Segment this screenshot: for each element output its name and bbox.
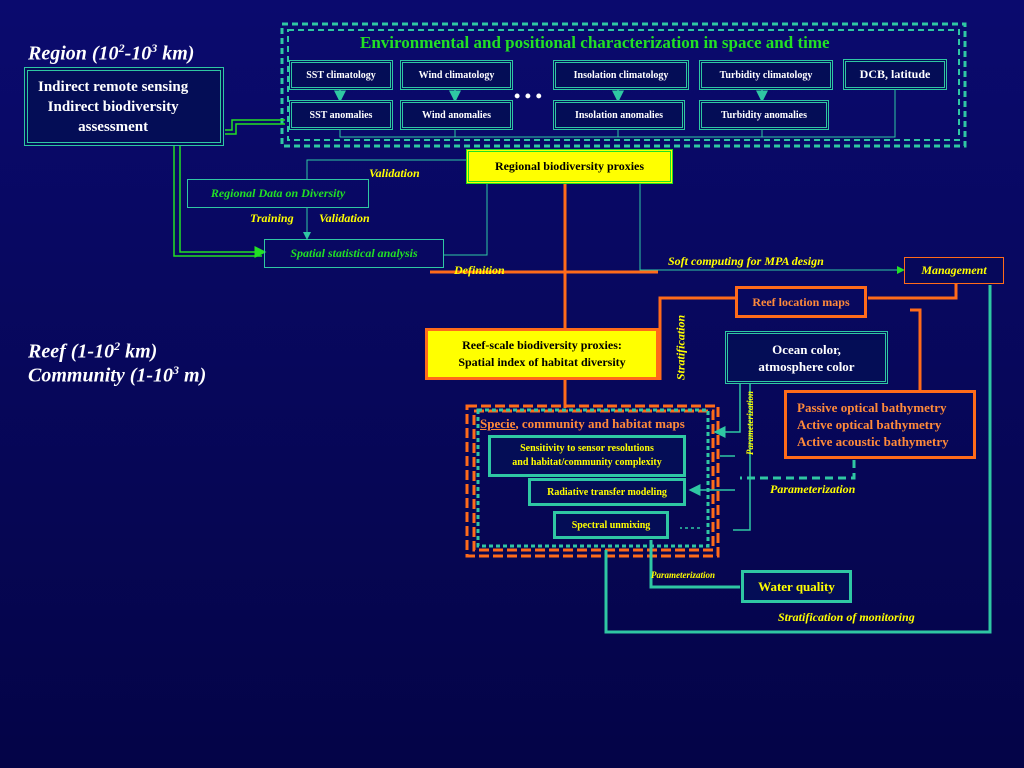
definition-label: Definition: [454, 263, 505, 277]
clim-to-anom-arrows: [334, 90, 768, 103]
habitat-orange-frame: [465, 404, 720, 558]
community-scale-label: Community (1-103 m): [28, 363, 207, 387]
bathy-param-dashed: [740, 460, 856, 480]
parameterization-vertical-label: Parameterization: [745, 391, 755, 456]
sst-anomalies-box: SST anomalies: [289, 100, 393, 130]
insolation-climatology-box: Insolation climatology: [553, 60, 689, 90]
reef-location-maps-box: Reef location maps: [735, 286, 867, 318]
sst-climatology-box: SST climatology: [289, 60, 393, 90]
ellipsis: • • •: [514, 86, 542, 106]
reef-proxies-box: Reef-scale biodiversity proxies: Spatial…: [425, 328, 659, 380]
orange-links: [430, 183, 958, 408]
management-box: Management: [904, 257, 1004, 284]
indirect-assessment-box: Indirect remote sensing Indirect biodive…: [24, 67, 224, 146]
training-label: Training: [250, 211, 294, 225]
parameterization-low-label: Parameterization: [651, 570, 716, 580]
dcb-latitude-box: DCB, latitude: [843, 59, 947, 90]
sensitivity-box: Sensitivity to sensor resolutions and ha…: [488, 435, 686, 477]
turbidity-anomalies-box: Turbidity anomalies: [699, 100, 829, 130]
bathymetry-box: Passive optical bathymetry Active optica…: [784, 390, 976, 459]
anomaly-collector: [339, 90, 896, 138]
region-scale-label: Region (102-103 km): [28, 41, 195, 65]
water-quality-box: Water quality: [741, 570, 852, 603]
wind-anomalies-box: Wind anomalies: [400, 100, 513, 130]
regional-proxies-box: Regional biodiversity proxies: [466, 149, 673, 184]
spatial-analysis-box: Spatial statistical analysis: [264, 239, 444, 268]
wind-climatology-box: Wind climatology: [400, 60, 513, 90]
param-lines: [680, 384, 751, 531]
green-feed-line: [173, 119, 285, 258]
validation-lines: [303, 159, 905, 274]
habitat-maps-title: Specie, community and habitat maps: [480, 416, 685, 431]
turbidity-climatology-box: Turbidity climatology: [699, 60, 833, 90]
soft-computing-label: Soft computing for MPA design: [668, 254, 824, 268]
regional-data-box: Regional Data on Diversity: [187, 179, 369, 208]
validation-label-mid: Validation: [319, 211, 370, 225]
insolation-anomalies-box: Insolation anomalies: [553, 100, 685, 130]
env-title: Environmental and positional characteriz…: [360, 33, 830, 52]
radiative-transfer-box: Radiative transfer modeling: [528, 478, 686, 506]
ocean-color-box: Ocean color, atmosphere color: [725, 331, 888, 384]
validation-label-top: Validation: [369, 166, 420, 180]
stratification-monitoring-label: Stratification of monitoring: [778, 610, 915, 624]
parameterization-right-label: Parameterization: [770, 482, 856, 496]
monitoring-lines: [604, 285, 992, 634]
env-frame: [280, 22, 967, 148]
spectral-unmixing-box: Spectral unmixing: [553, 511, 669, 539]
reef-scale-label: Reef (1-102 km): [28, 339, 158, 363]
stratification-label: Stratification: [673, 314, 688, 381]
